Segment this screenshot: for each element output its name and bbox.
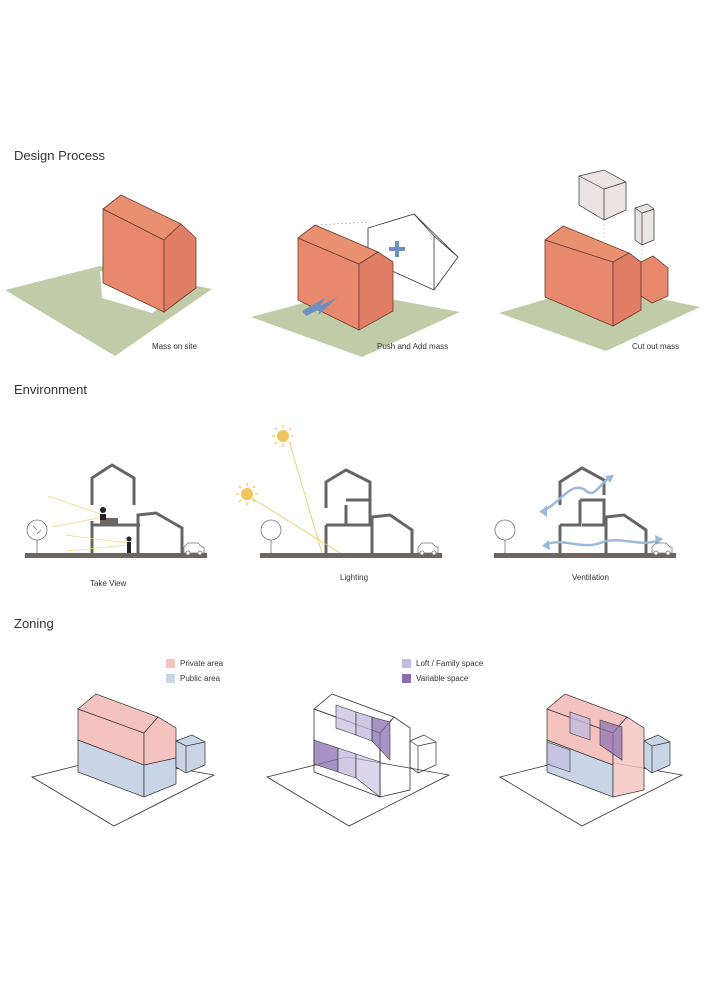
legend-loft-family-space: Loft / Family space [402, 659, 483, 668]
cutout-block-large [578, 169, 627, 221]
push-add-mass-diagram [251, 213, 460, 357]
public-zone-front [546, 739, 614, 798]
site-outline [265, 756, 451, 827]
car-icon [651, 542, 673, 556]
cut-out-mass-diagram [499, 169, 700, 351]
caption-take-view: Take View [90, 579, 127, 588]
legend-public-area: Public area [166, 674, 220, 683]
ventilation-diagram [494, 466, 676, 558]
zoning-combined-diagram [498, 693, 684, 827]
site-footprint [100, 271, 184, 313]
section-title-design-process: Design Process [14, 148, 106, 163]
legend-swatch [402, 659, 411, 668]
tree-icon [26, 519, 48, 553]
mass-roof [102, 194, 182, 241]
take-view-diagram [25, 463, 207, 558]
private-zone-gable [612, 716, 645, 798]
mass-roof [544, 225, 630, 263]
loft-zone [355, 753, 381, 798]
private-zone-roof [546, 693, 628, 734]
private-zone-front [77, 708, 145, 766]
push-arrow-icon [302, 297, 338, 316]
private-zone-gable [143, 716, 177, 766]
legend-private-area: Private area [166, 659, 223, 668]
sun-icon [236, 483, 258, 505]
loft-zone [546, 741, 571, 773]
mass-front [544, 239, 614, 327]
private-zone-roof [77, 693, 159, 734]
added-mass [367, 213, 459, 291]
variable-zone [371, 716, 391, 761]
zoning-loft-variable-diagram [265, 693, 451, 827]
site-outline [498, 756, 684, 827]
public-zone-front [77, 739, 145, 798]
ground-line [494, 553, 676, 558]
side-mass [640, 255, 669, 304]
mass-roof [297, 224, 379, 265]
legend-variable-space: Variable space [402, 674, 468, 683]
mass-front [102, 208, 165, 313]
section-title-zoning: Zoning [14, 616, 54, 631]
legend-label: Private area [180, 659, 224, 668]
loft-zone [355, 711, 373, 742]
person-icon [100, 507, 106, 520]
car-icon [183, 542, 205, 556]
person-icon [126, 536, 132, 553]
ground-line [25, 553, 207, 558]
car-icon [417, 542, 439, 556]
mass-gable [612, 252, 642, 327]
tree-icon [494, 519, 516, 553]
wind-arrow-icon [543, 538, 661, 547]
loft-zone [337, 747, 357, 779]
mass-gable [358, 251, 394, 331]
mass-on-site-diagram [5, 194, 212, 356]
caption-mass-on-site: Mass on site [152, 342, 197, 351]
legend-swatch [166, 674, 175, 683]
legend-swatch [166, 659, 175, 668]
caption-ventilation: Ventilation [572, 573, 609, 582]
caption-push-add-mass: Push and Add mass [377, 342, 449, 351]
public-side-mass [175, 734, 206, 774]
legend-swatch [402, 674, 411, 683]
private-zone-front [546, 708, 614, 766]
section-title-environment: Environment [14, 382, 87, 397]
caption-cut-out-mass: Cut out mass [632, 342, 680, 351]
cutout-block-small [634, 203, 655, 246]
caption-lighting: Lighting [340, 573, 369, 582]
mass-gable [163, 223, 197, 313]
legend-label: Public area [180, 674, 221, 683]
sun-icon [272, 425, 294, 447]
ground-line [260, 553, 442, 558]
tree-icon [260, 519, 282, 553]
plus-icon [389, 241, 405, 257]
variable-zone [313, 739, 339, 773]
variable-zone [599, 719, 623, 761]
public-zone-side [143, 757, 177, 798]
loft-zone [335, 704, 357, 736]
loft-zone [569, 711, 591, 741]
legend-label: Variable space [416, 674, 469, 683]
mass-front [297, 237, 360, 331]
legend-label: Loft / Family space [416, 659, 484, 668]
wind-arrow-icon [539, 474, 613, 514]
site-outline [30, 756, 216, 827]
lighting-diagram [236, 425, 442, 558]
public-side-mass [643, 734, 671, 774]
zoning-private-public-diagram [30, 693, 216, 827]
